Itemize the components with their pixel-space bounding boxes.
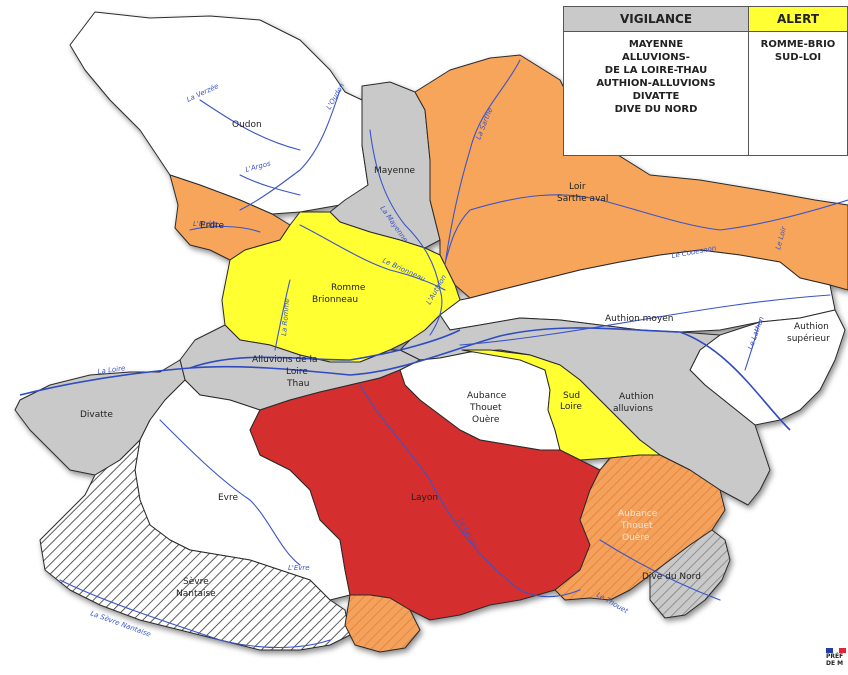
- zone-sevre-nantaise: [39, 439, 351, 651]
- label-erdre: Erdre: [200, 221, 224, 231]
- zone-thouet-sud: [344, 594, 421, 653]
- label-sud-loire-2: Loire: [560, 402, 582, 412]
- river-thouet: [599, 539, 721, 601]
- river-sevre: [59, 579, 331, 648]
- label-dive-du-nord: Dive du Nord: [642, 572, 701, 582]
- legend-table: VIGILANCE ALERT MAYENNE ALLUVIONS- DE LA…: [563, 6, 848, 156]
- label-aubance-n-3: Ouère: [472, 414, 500, 425]
- river-romme: [274, 279, 291, 351]
- river-argos: [239, 174, 301, 196]
- zone-labels: Oudon Mayenne Loir Sarthe aval Erdre Rom…: [80, 120, 830, 599]
- flag-icon: [826, 648, 847, 653]
- legend-vig-line-1: MAYENNE: [628, 39, 684, 50]
- river-loire: [19, 327, 791, 431]
- legend-vig-line-2: ALLUVIONS-: [622, 52, 690, 63]
- label-loir: Loir: [569, 182, 586, 192]
- legend-header: VIGILANCE ALERT: [564, 7, 847, 32]
- label-authion-sup-2: supérieur: [787, 333, 830, 344]
- river-mayenne: [369, 129, 443, 336]
- label-authion-all-1: Authion: [619, 392, 654, 402]
- logo-text-1: PRÉF: [826, 653, 844, 660]
- label-aubance-s-2: Thouet: [620, 521, 653, 531]
- label-sud-loire-1: Sud: [563, 391, 580, 401]
- legend-alert-header: ALERT: [749, 7, 847, 31]
- label-mayenne: Mayenne: [374, 166, 416, 176]
- river-layon: [359, 384, 581, 598]
- label-aubance-n-1: Aubance: [467, 391, 507, 401]
- label-alluvions-2: Loire: [286, 367, 308, 377]
- rivers: [19, 59, 848, 648]
- label-layon: Layon: [411, 493, 438, 503]
- label-sevre-2: Nantaise: [176, 589, 216, 599]
- label-divatte: Divatte: [80, 410, 113, 420]
- label-alluvions-3: Thau: [286, 379, 309, 389]
- label-romme: Romme: [331, 283, 366, 293]
- legend-alert-line-2: SUD-LOI: [774, 52, 822, 63]
- river-brionneau: [299, 224, 446, 291]
- legend-vig-line-5: DIVATTE: [632, 91, 680, 102]
- legend-vigilance-list: MAYENNE ALLUVIONS- DE LA LOIRE-THAU AUTH…: [564, 32, 749, 155]
- label-authion-all-2: alluvions: [613, 404, 653, 414]
- river-label-romme: La Romme: [280, 298, 291, 336]
- legend-alert-list: ROMME-BRIO SUD-LOI: [749, 32, 847, 155]
- label-sarthe-aval: Sarthe aval: [557, 194, 608, 204]
- label-authion-moyen: Authion moyen: [605, 314, 674, 324]
- label-aubance-n-2: Thouet: [469, 403, 502, 413]
- prefecture-logo: PRÉF DE M: [826, 648, 848, 674]
- label-evre: Evre: [218, 493, 239, 503]
- legend-vig-line-4: AUTHION-ALLUVIONS: [596, 78, 716, 89]
- river-lathan: [744, 319, 761, 371]
- legend-vig-line-3: DE LA LOIRE-THAU: [604, 65, 708, 76]
- label-brionneau: Brionneau: [312, 295, 358, 305]
- river-oudon: [239, 89, 341, 211]
- legend-vigilance-header: VIGILANCE: [564, 7, 749, 31]
- legend-vig-line-6: DIVE DU NORD: [614, 104, 698, 115]
- label-alluvions-1: Alluvions de la: [252, 355, 318, 365]
- label-sevre-1: Sèvre: [183, 576, 209, 587]
- river-sarthe: [444, 59, 521, 266]
- label-aubance-s-1: Aubance: [618, 509, 658, 519]
- zone-dive-du-nord: [649, 529, 731, 619]
- legend-body: MAYENNE ALLUVIONS- DE LA LOIRE-THAU AUTH…: [564, 32, 847, 155]
- river-erdre: [189, 225, 261, 233]
- river-evre: [159, 419, 301, 566]
- label-oudon: Oudon: [232, 120, 262, 130]
- label-authion-sup-1: Authion: [794, 322, 829, 332]
- river-label-evre: L'Evre: [288, 564, 310, 572]
- logo-text-2: DE M: [826, 660, 844, 667]
- river-label-loire: La Loire: [97, 364, 126, 376]
- river-loir: [445, 194, 848, 261]
- river-verzee: [199, 99, 301, 151]
- label-aubance-s-3: Ouère: [622, 532, 650, 543]
- legend-alert-line-1: ROMME-BRIO: [760, 39, 836, 50]
- river-authion: [459, 294, 831, 346]
- river-label-erdre: L'Erdre: [193, 220, 218, 228]
